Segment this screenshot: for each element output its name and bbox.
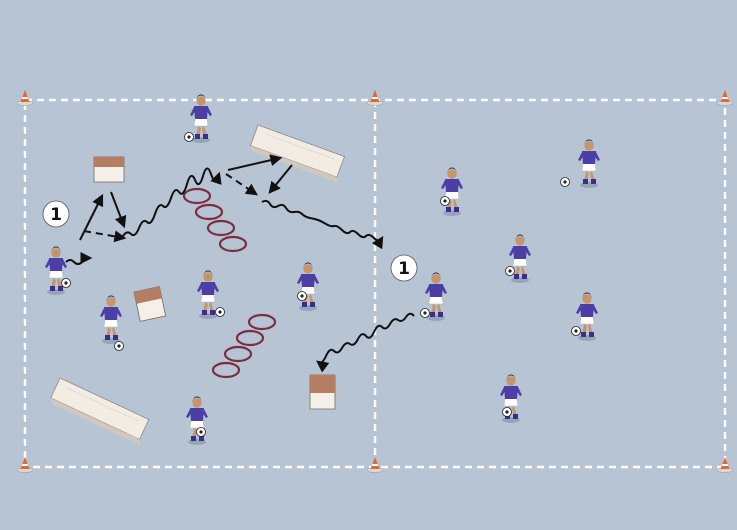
mini-goal-icon — [94, 157, 124, 182]
ball-icon — [561, 178, 570, 187]
ball-icon — [298, 292, 307, 301]
ball-icon — [62, 279, 71, 288]
mini-goal-icon — [134, 287, 166, 322]
ball-icon — [185, 133, 194, 142]
ball-icon — [572, 327, 581, 336]
ball-icon — [216, 308, 225, 317]
player-number-badge-right: 1 — [391, 255, 417, 281]
mini-goal-icon — [310, 375, 335, 409]
player-number-label: 1 — [398, 259, 410, 279]
player-number-label: 1 — [50, 205, 62, 225]
ball-icon — [503, 408, 512, 417]
ball-icon — [197, 428, 206, 437]
ball-icon — [115, 342, 124, 351]
ball-icon — [421, 309, 430, 318]
ball-icon — [441, 197, 450, 206]
ball-icon — [506, 267, 515, 276]
player-number-badge-left: 1 — [43, 201, 69, 227]
